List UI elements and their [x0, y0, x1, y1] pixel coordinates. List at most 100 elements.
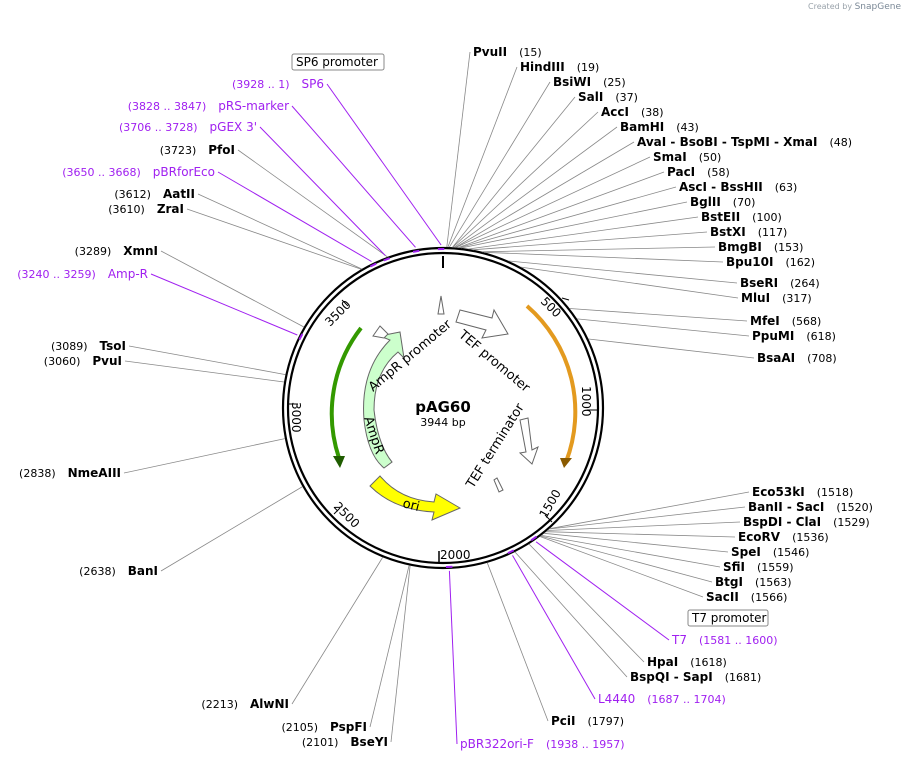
primer-label[interactable]: L4440 (1687 .. 1704) [598, 692, 726, 706]
site-position: (1681) [725, 671, 762, 684]
site-label[interactable]: SalI (37) [578, 90, 638, 104]
ruler-tick-1500 [544, 514, 553, 523]
amp-green-arrowhead [333, 456, 345, 468]
site-position: (1536) [792, 531, 829, 544]
site-label[interactable]: BstXI (117) [710, 225, 787, 239]
site-label[interactable]: AccI (38) [601, 105, 664, 119]
ampr-arrow[interactable] [363, 331, 405, 469]
t7-promoter-box[interactable] [687, 609, 769, 627]
sp6-promoter-label: SP6 promoter [296, 55, 378, 69]
site-label[interactable]: EcoRV (1536) [738, 530, 829, 544]
site-label[interactable]: AvaI - BsoBI - TspMI - XmaI (48) [637, 135, 852, 149]
site-label[interactable]: (3723) PfoI [160, 143, 235, 157]
site-position: (58) [707, 166, 730, 179]
site-label[interactable]: (2105) PspFI [281, 720, 367, 734]
site-label[interactable]: (3060) PvuI [44, 354, 122, 368]
site-position: (43) [676, 121, 699, 134]
site-leader-line [544, 532, 729, 553]
site-label[interactable]: (2638) BanI [79, 564, 158, 578]
site-leader-line [541, 535, 721, 568]
site-position: (1563) [755, 576, 792, 589]
primer-lines [150, 83, 670, 745]
site-name: HindIII [520, 60, 565, 74]
primer-label[interactable]: (3928 .. 1) SP6 [232, 77, 324, 91]
primer-name: pBR322ori-F [460, 737, 534, 751]
site-label[interactable]: BmgBI (153) [718, 240, 803, 254]
site-leader-line [453, 126, 618, 248]
site-position: (1559) [757, 561, 794, 574]
site-name: AatII [163, 187, 195, 201]
ampr-promoter-arrow[interactable] [372, 325, 389, 339]
site-label[interactable]: PciI (1797) [551, 714, 624, 728]
primer-label[interactable]: pBR322ori-F (1938 .. 1957) [460, 737, 625, 751]
primer-label[interactable]: (3650 .. 3668) pBRforEco [62, 165, 215, 179]
site-name: TsoI [100, 339, 126, 353]
primer-labels: (3928 .. 1) SP6 (3828 .. 3847) pRS-marker… [17, 77, 777, 751]
site-name: BtgI [715, 575, 743, 589]
site-label[interactable]: BsaAI (708) [757, 351, 837, 365]
site-label[interactable]: SfiI (1559) [723, 560, 794, 574]
primer-label[interactable]: T7 (1581 .. 1600) [671, 633, 778, 647]
site-label[interactable]: Eco53kI (1518) [752, 485, 853, 499]
leader-lines [123, 51, 755, 743]
site-label[interactable]: Bpu10I (162) [726, 255, 815, 269]
site-label[interactable]: BseRI (264) [740, 276, 820, 290]
site-label[interactable]: SpeI (1546) [731, 545, 809, 559]
site-name: PacI [667, 165, 695, 179]
site-name: SfiI [723, 560, 745, 574]
primer-binding-mark [507, 549, 515, 555]
primer-range: (1687 .. 1704) [647, 693, 726, 706]
site-label[interactable]: BtgI (1563) [715, 575, 792, 589]
site-name: BanII - SacI [748, 500, 824, 514]
site-label[interactable]: PpuMI (618) [752, 329, 836, 343]
site-leader-line [549, 491, 750, 530]
site-label[interactable]: (3289) XmnI [75, 244, 158, 258]
site-position: (2105) [281, 721, 318, 734]
site-label[interactable]: HindIII (19) [520, 60, 599, 74]
ori-arrow[interactable] [369, 475, 462, 521]
site-label[interactable]: (2101) BseYI [302, 735, 388, 749]
primer-label[interactable]: (3706 .. 3728) pGEX 3' [119, 120, 257, 134]
primer-name: pGEX 3' [210, 120, 257, 134]
site-name: BglII [690, 195, 721, 209]
site-label[interactable]: (3089) TsoI [51, 339, 126, 353]
site-label[interactable]: SacII (1566) [706, 590, 787, 604]
site-label[interactable]: BamHI (43) [620, 120, 699, 134]
site-label[interactable]: SmaI (50) [653, 150, 721, 164]
sp6-promoter-box[interactable] [291, 53, 385, 71]
tef-promoter-arrow[interactable] [455, 308, 509, 339]
tef-terminator-arrow[interactable] [518, 417, 539, 465]
site-label[interactable]: HpaI (1618) [647, 655, 727, 669]
site-label[interactable]: (2213) AlwNI [201, 697, 289, 711]
primer-name: pRS-marker [218, 99, 289, 113]
primer-label[interactable]: (3828 .. 3847) pRS-marker [128, 99, 289, 113]
site-label[interactable]: (3612) AatII [114, 187, 195, 201]
site-name: MluI [741, 291, 770, 305]
site-leader-line [481, 246, 716, 253]
site-label[interactable]: AscI - BssHII (63) [679, 180, 797, 194]
site-leader-line [528, 543, 645, 663]
site-label[interactable]: PvuII (15) [473, 45, 542, 59]
tef-orange-arrowhead [560, 458, 572, 468]
primer-label[interactable]: (3240 .. 3259) Amp-R [17, 267, 148, 281]
site-label[interactable]: BglII (70) [690, 195, 755, 209]
site-label[interactable]: BstEII (100) [701, 210, 782, 224]
site-label[interactable]: BspQI - SapI (1681) [630, 670, 761, 684]
site-position: (3089) [51, 340, 88, 353]
site-label[interactable]: MluI (317) [741, 291, 812, 305]
site-label[interactable]: BsiWI (25) [553, 75, 626, 89]
site-label[interactable]: MfeI (568) [750, 314, 821, 328]
primer-binding-mark [530, 535, 537, 542]
ruler: 500 1000 1500 2000 2500 3000 3500 [289, 294, 597, 563]
site-label[interactable]: (2838) NmeAIII [19, 466, 121, 480]
site-label[interactable]: (3610) ZraI [108, 202, 184, 216]
site-label[interactable]: BspDI - ClaI (1529) [743, 515, 870, 529]
site-leader-line [457, 171, 665, 249]
site-label[interactable]: PacI (58) [667, 165, 730, 179]
site-position: (3723) [160, 144, 197, 157]
site-position: (1518) [817, 486, 854, 499]
site-label[interactable]: BanII - SacI (1520) [748, 500, 873, 514]
primer-name: L4440 [598, 692, 635, 706]
site-leader-line [452, 96, 576, 248]
site-position: (3289) [75, 245, 112, 258]
